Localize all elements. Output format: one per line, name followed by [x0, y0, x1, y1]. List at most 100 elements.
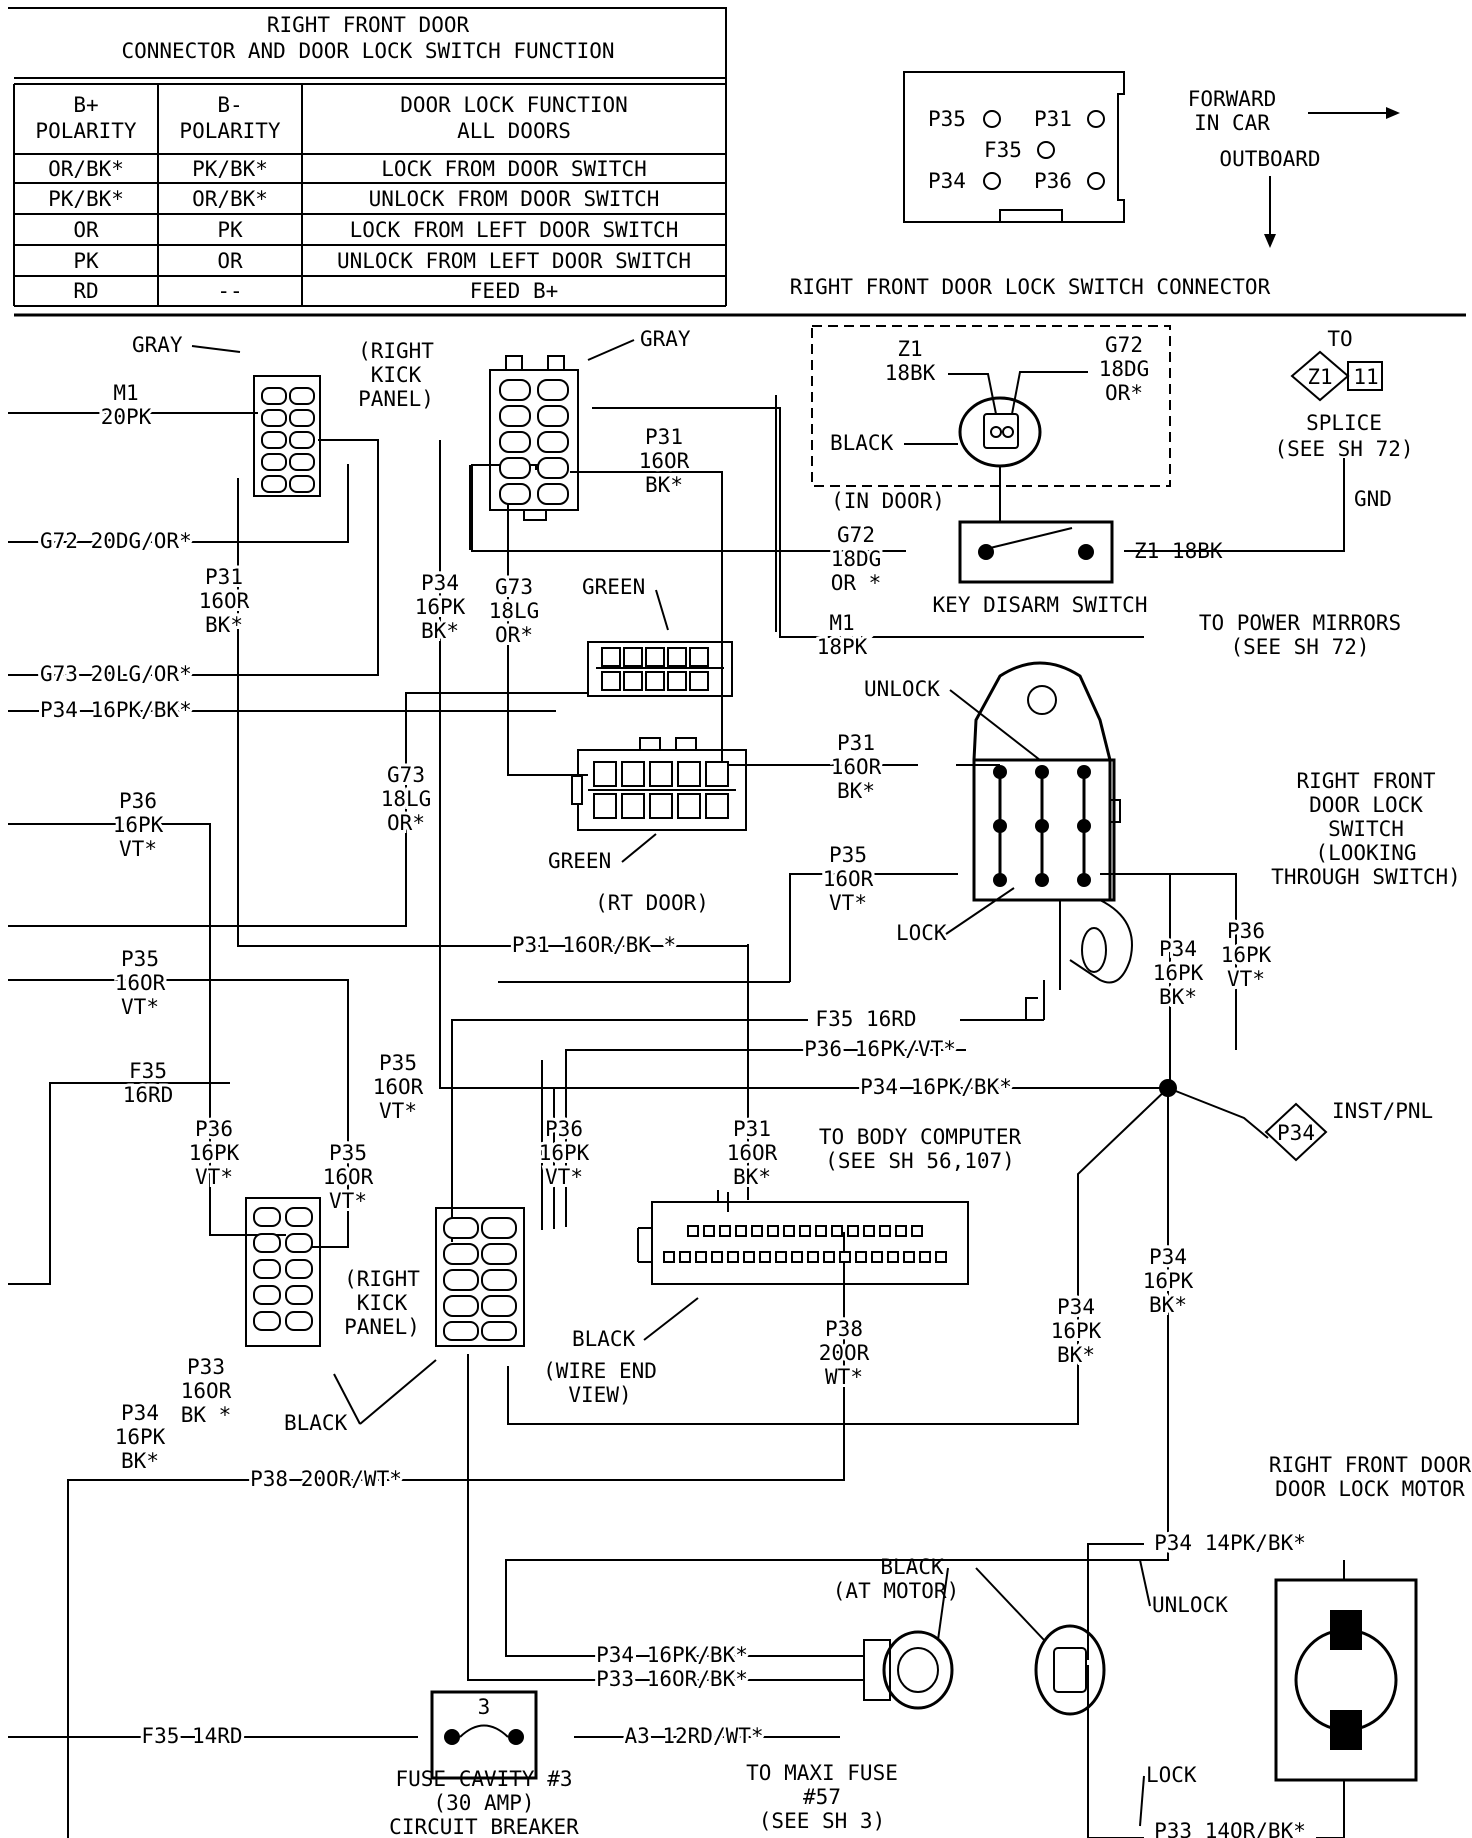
inst-pnl-label: INST/PNL: [1332, 1099, 1433, 1123]
wire-label: BK*: [1057, 1343, 1095, 1367]
wire-label: VT*: [119, 837, 157, 861]
wire-label: 16PK: [1153, 961, 1204, 985]
body-computer-pin: [847, 1225, 859, 1237]
body-computer-pin: [839, 1251, 851, 1263]
maxi-fuse-label: TO MAXI FUSE: [746, 1761, 898, 1785]
inst-pnl-tag: [1264, 1102, 1328, 1162]
wire-label: 16PK: [539, 1141, 590, 1165]
wire-label: 16OR: [181, 1379, 232, 1403]
body-computer-pin: [879, 1225, 891, 1237]
splice-label: SPLICE: [1306, 411, 1382, 435]
body-computer-pin: [887, 1251, 899, 1263]
wire-label: 16PK: [115, 1425, 166, 1449]
wire-label: 16PK: [1051, 1319, 1102, 1343]
gray-kick-connector: [253, 375, 321, 497]
green-connector-bottom: [571, 737, 747, 831]
fuse-caption: CIRCUIT BREAKER: [389, 1815, 579, 1838]
wire-label: BK*: [733, 1165, 771, 1189]
wire-label: Z1 18BK: [1134, 539, 1223, 563]
wire-label: P38: [825, 1317, 863, 1341]
gray-door-connector: [489, 355, 579, 521]
wire-label: 16OR: [831, 755, 882, 779]
table-cell: --: [217, 279, 242, 303]
body-computer-pin: [679, 1251, 691, 1263]
unlock-label: UNLOCK: [864, 677, 940, 701]
wire-label: 16OR: [823, 867, 874, 891]
wire-label: OR*: [387, 811, 425, 835]
splice-point: [1159, 1079, 1177, 1097]
wire-label: 16OR: [727, 1141, 778, 1165]
body-computer-pin: [751, 1225, 763, 1237]
wire-label: VT*: [329, 1189, 367, 1213]
wire-label: P34 16PK/BK*: [860, 1075, 1012, 1099]
inst-pnl-tag-text: P34: [1277, 1121, 1315, 1145]
motor-title: RIGHT FRONT DOOR: [1269, 1453, 1472, 1477]
black-label: BLACK: [284, 1411, 348, 1435]
wiring: [8, 395, 1345, 1838]
table-cell: PK: [217, 218, 243, 242]
body-computer-pin: [703, 1225, 715, 1237]
wire-label: P31 16OR/BK *: [512, 933, 676, 957]
wire-label: P34: [421, 571, 459, 595]
wire-label: G73: [387, 763, 425, 787]
wire-end-view-label: (WIRE END: [543, 1359, 657, 1383]
circuit-breaker: [430, 1690, 538, 1780]
body-computer-pins-bottom: [663, 1251, 947, 1263]
motor-harness-connector: [863, 1630, 954, 1710]
key-disarm-switch: [958, 520, 1114, 584]
body-computer-pins-top: [687, 1225, 923, 1237]
to-label: TO: [1327, 327, 1352, 351]
wire-label: P33 16OR/BK*: [596, 1667, 748, 1691]
wire-label: 18LG: [489, 599, 540, 623]
wire-label: VT*: [1227, 967, 1265, 991]
orientation-label: FORWARD: [1188, 87, 1277, 111]
green-label: GREEN: [548, 849, 611, 873]
wire-label: P35: [121, 947, 159, 971]
lock-label: LOCK: [1146, 1763, 1197, 1787]
wire-label: P36: [1227, 919, 1265, 943]
switch-title: (LOOKING: [1315, 841, 1416, 865]
black-label: BLACK: [572, 1327, 636, 1351]
wire-label: VT*: [195, 1165, 233, 1189]
body-computer-connector: [637, 1190, 969, 1285]
connector-view-caption: RIGHT FRONT DOOR LOCK SWITCH CONNECTOR: [790, 275, 1271, 299]
wire-label: 16OR: [199, 589, 250, 613]
body-computer-pin: [727, 1251, 739, 1263]
body-computer-pin: [663, 1251, 675, 1263]
splice-tag-text: Z1: [1307, 365, 1332, 389]
wire-label: P36: [545, 1117, 583, 1141]
wire-labels: M1 20PK G72 20DG/OR* G73 20LG/OR* P34 16…: [37, 333, 1309, 1838]
wire-label: P34: [121, 1401, 159, 1425]
wire-label: VT*: [379, 1099, 417, 1123]
table-cell: OR: [73, 218, 99, 242]
wire-label: OR*: [1105, 381, 1143, 405]
body-computer-pin: [863, 1225, 875, 1237]
wire-label: P35: [829, 843, 867, 867]
table-cell: LOCK FROM LEFT DOOR SWITCH: [350, 218, 679, 242]
table-cell: PK: [73, 249, 99, 273]
wire-label: 16PK: [415, 595, 466, 619]
pin-label: P36: [1034, 169, 1072, 193]
table-header: B-: [217, 93, 242, 117]
wire-label: P34: [1149, 1245, 1187, 1269]
wire-label: OR*: [495, 623, 533, 647]
power-mirrors-label: TO POWER MIRRORS: [1199, 611, 1401, 635]
wire-label: 18BK: [885, 361, 936, 385]
connector-function-table: RIGHT FRONT DOOR CONNECTOR AND DOOR LOCK…: [8, 7, 727, 307]
wire-label: F35: [129, 1059, 167, 1083]
table-header: B+: [73, 93, 98, 117]
body-computer-pin: [799, 1225, 811, 1237]
table-cell: OR/BK*: [48, 157, 124, 181]
table-cell: UNLOCK FROM LEFT DOOR SWITCH: [337, 249, 691, 273]
wire-label: M1: [113, 381, 138, 405]
body-computer-pin: [807, 1251, 819, 1263]
table-cell: PK/BK*: [48, 187, 124, 211]
maxi-fuse-label: #57: [803, 1785, 841, 1809]
body-computer-pin: [831, 1225, 843, 1237]
orientation-label: OUTBOARD: [1219, 147, 1320, 171]
wire-label: F35 14RD: [141, 1724, 242, 1748]
kick-panel-label: PANEL): [344, 1315, 420, 1339]
wire-label: BK*: [421, 619, 459, 643]
wire-label: P34 14PK/BK*: [1154, 1531, 1306, 1555]
green-connector-top: [587, 641, 733, 697]
